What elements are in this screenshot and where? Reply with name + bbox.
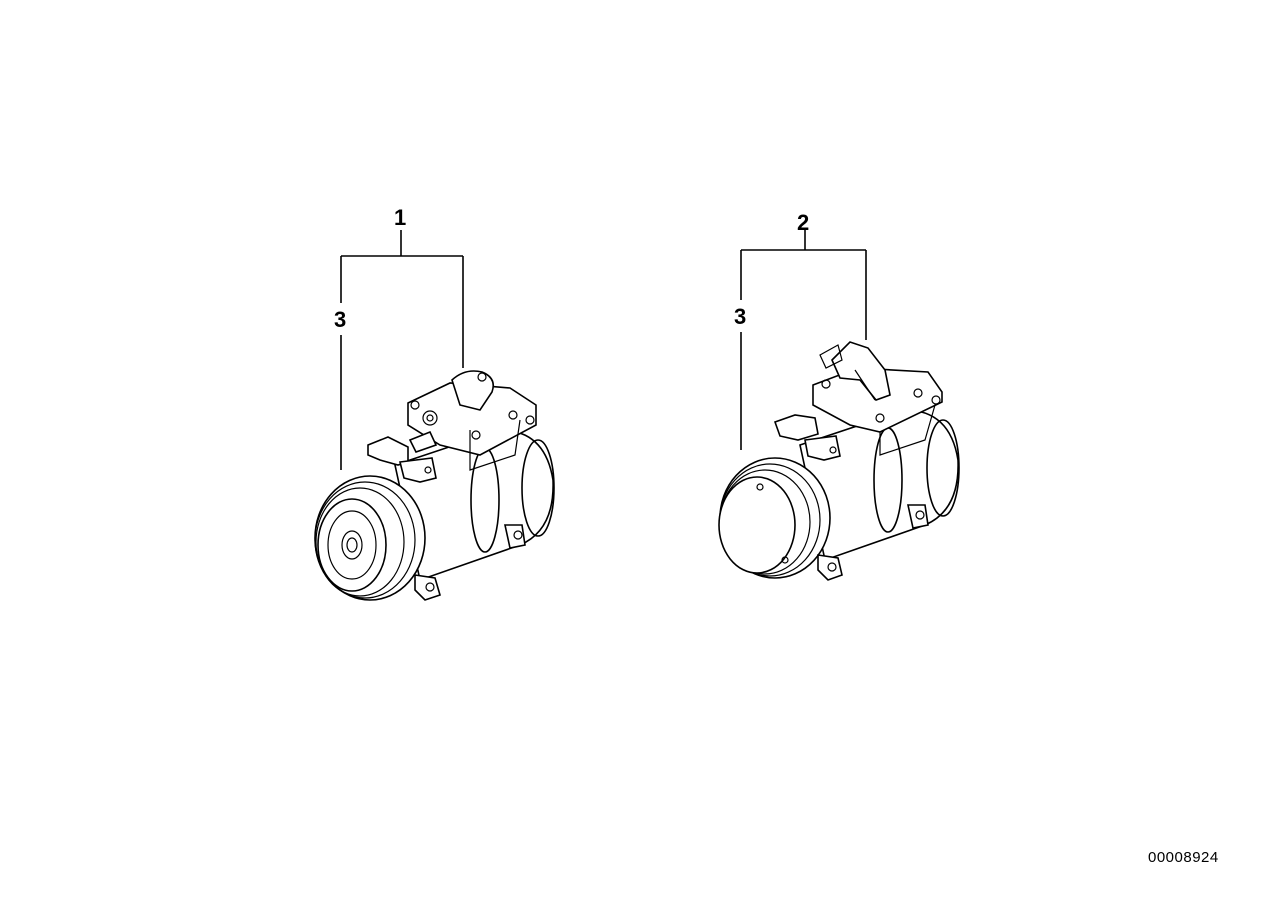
callout-3-right-label: 3 [734, 304, 747, 329]
callout-1-leader [340, 230, 464, 470]
compressor-right-illustration [718, 341, 960, 581]
document-number: 00008924 [1148, 849, 1219, 866]
callout-2-label: 2 [797, 210, 810, 235]
callout-2-leader [740, 230, 867, 450]
compressor-left-illustration [314, 370, 555, 601]
callout-1-label: 1 [394, 205, 407, 230]
callout-3-left-label: 3 [334, 307, 347, 332]
